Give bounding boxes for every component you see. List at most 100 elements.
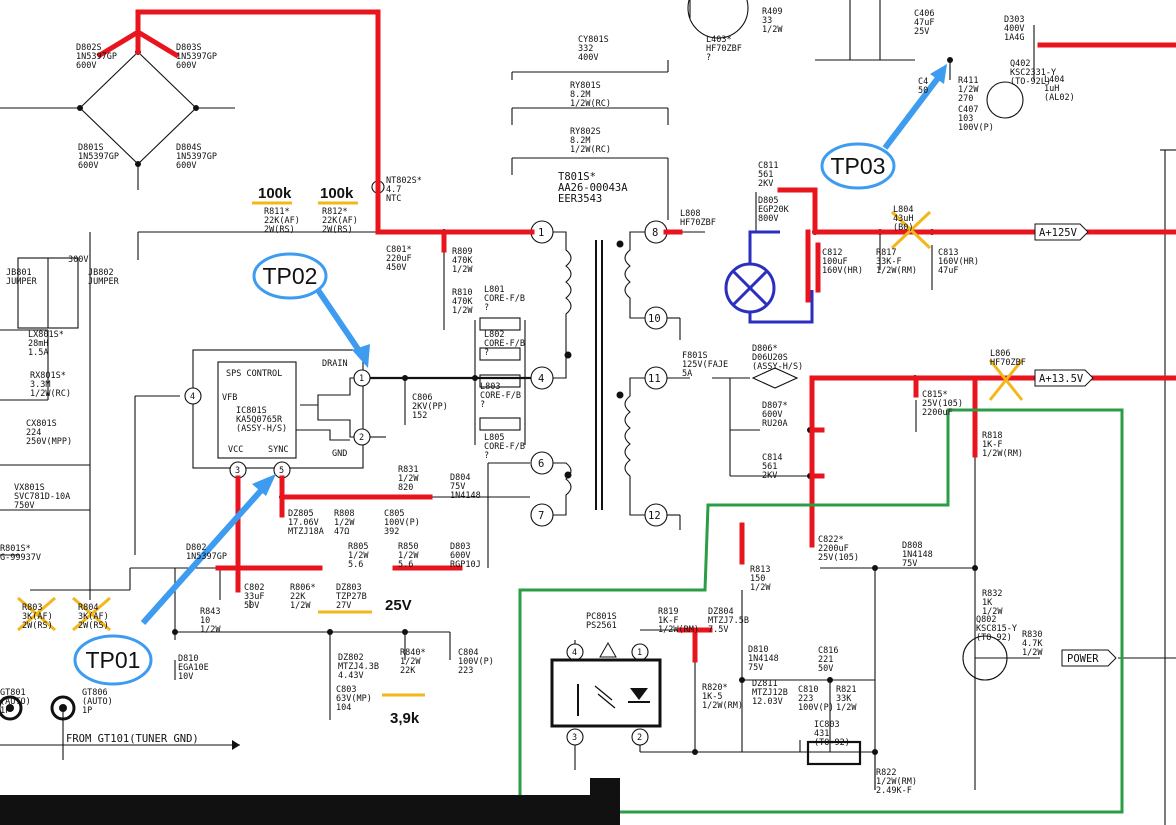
transformer-part: AA26-00043A [558,182,628,194]
component-c813-line: C813 [938,248,958,258]
component-l802-line: CORE-F/B [484,339,525,349]
component-d810-line: 75V [748,663,763,673]
ic-pin-drain: DRAIN [322,359,348,369]
component-c4xx-line: 50 [918,86,928,96]
component-r817-line: 33K-F [876,257,902,267]
component-r840-line: R840* [400,648,426,658]
component-f801s-line: F801S [682,351,708,361]
component-rx801s-line: 3.3M [30,380,50,390]
component-dz803-line: DZ803 [336,583,362,593]
component-nt802s-line: 4.7 [386,185,401,195]
component-l803-line: CORE-F/B [480,391,521,401]
component-c406-line: 25V [914,27,929,37]
component-l403-line: HF70ZBF [706,44,742,54]
component-gt806-line: (AUTO) [82,697,113,707]
component-q402-line: (TO-92L) [1010,77,1051,87]
component-r804-line: 3K(AF) [78,612,109,622]
component-r830-line: 1/2W [1022,648,1043,658]
component-r806-line: R806* [290,583,316,593]
component-l808-line: L808 [680,209,700,219]
component-gt806-line: GT806 [82,688,108,698]
component-l801-line: L801 [484,285,504,295]
component-gt806: GT806(AUTO)1P [82,688,113,716]
component-l403-line: L403* [706,35,732,45]
component-l805-line: ? [484,451,489,461]
r811-handwritten-value: 100k [258,185,292,202]
component-rx801s-line: RX801S* [30,371,66,381]
component-c816-line: 50V [818,664,833,674]
component-c812-line: 100uF [822,257,848,267]
component-c406-line: C406 [914,9,934,19]
component-q802-line: (TO-92) [976,633,1012,643]
component-c810-line: 223 [798,694,813,704]
component-r831-line: R831 [398,465,418,475]
ic-pin-1: 1 [359,374,364,384]
component-c822-line: C822* [818,535,844,545]
component-dz802-line: MTZJ4.3B [338,662,379,672]
component-c802-line: 50V [244,601,259,611]
component-lx801s-line: 1.5A [28,348,48,358]
component-c822-line: 25V(105) [818,553,859,563]
component-c816-line: C816 [818,646,838,656]
component-r811-line: 2W(RS) [264,225,295,235]
component-r811-line: R811* [264,207,290,217]
component-dz804-line: 7.5V [708,625,728,635]
component-l802-line: ? [484,348,489,358]
opto-pin-1: 1 [637,648,642,658]
dz803-handwritten-value: 25V [385,597,412,614]
component-r811: R811*22K(AF)2W(RS) [264,207,300,235]
component-vx801s-line: VX801S [14,483,45,493]
component-d802s-line: 600V [76,61,96,71]
component-c801-line: C801* [386,245,412,255]
component-c815-line: 25V(105) [922,399,963,409]
component-r810-line: R810 [452,288,472,298]
component-l404-line: 1uH [1044,84,1059,94]
component-r808-line: R808 [334,509,354,519]
component-c804-line: 100V(P) [458,657,494,667]
component-d805-line: EGP20K [758,205,790,215]
component-r813-line: R813 [750,565,770,575]
ic-pin-vfb: VFB [222,393,237,403]
rail-a125v: A+125V [1034,223,1089,241]
component-gt806-line: 1P [82,706,92,716]
component-l803-line: ? [480,400,485,410]
component-c813-line: 47uF [938,266,958,276]
component-r822-line: 2.49K-F [876,786,912,796]
ic-pin-4: 4 [190,392,195,402]
component-l801-line: CORE-F/B [484,294,525,304]
component-l806-line: L806 [990,349,1010,359]
component-c805-line: 100V(P) [384,518,420,528]
rail-power: POWER [1061,649,1117,667]
component-r411-line: R411 [958,76,978,86]
component-d801s-line: 600V [78,161,98,171]
transformer-pin-10: 10 [648,313,661,325]
component-dz803-line: 27V [336,601,351,611]
testpoint-arrows [140,64,947,625]
component-ry802s-line: 1/2W(RC) [570,145,611,155]
component-f801s-line: 5A [682,369,692,379]
component-c804-line: C804 [458,648,478,658]
component-d802s-line: 1N5397GP [76,52,117,62]
component-c801-line: 220uF [386,254,412,264]
transformer-pin-1: 1 [538,227,544,239]
component-r821-line: 33K [836,694,852,704]
component-d801s-line: 1N5397GP [78,152,119,162]
component-d810-line: D810 [748,645,768,655]
component-gt801: GT801(AUTO)1P [0,688,31,716]
component-jumper2-line: JB802 [88,268,114,278]
component-r409-line: 33 [762,16,772,26]
component-r850-line: 5.6 [398,560,413,570]
component-r813-line: 150 [750,574,765,584]
